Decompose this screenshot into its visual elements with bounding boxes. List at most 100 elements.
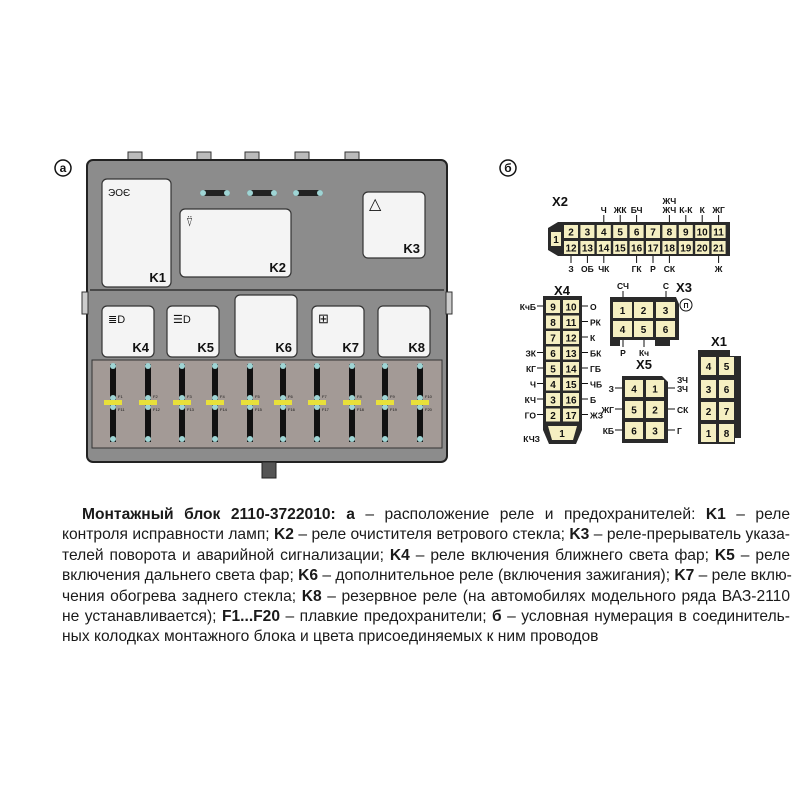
caption-line: чения обогрева заднего стекла; K8 – резе…	[62, 587, 790, 607]
pin	[563, 377, 579, 391]
fuse-contact	[317, 190, 323, 196]
connector-x1-title: X1	[711, 334, 727, 349]
rear-defrost-icon: ⊞	[318, 311, 329, 326]
pin-number: 15	[615, 244, 627, 255]
fuse-label-bottom: F11	[118, 407, 125, 412]
pin-number: 7	[650, 228, 656, 239]
pin-number: 16	[565, 396, 577, 407]
wiper-icon: ⍢	[186, 215, 193, 229]
fuse-contact	[417, 395, 423, 401]
pin-number: 13	[582, 244, 594, 255]
pin	[646, 422, 664, 439]
pin-number: 6	[631, 427, 637, 438]
wire-color-label: К	[590, 333, 596, 343]
fuse-label-top: F4	[220, 394, 225, 399]
caption-text: – расположение реле и предохранителей:	[354, 506, 706, 523]
wire-color-label: КБ	[603, 426, 614, 436]
fuse-contact	[200, 190, 206, 196]
caption-text: телей поворота и аварийной сигнализации;	[62, 546, 390, 564]
caption-text: – реле	[734, 546, 791, 564]
pin-number: 2	[550, 411, 556, 422]
wire-color-label: ГО	[525, 411, 537, 421]
caption-text: чения обогрева заднего стекла;	[62, 587, 302, 605]
pin-number: 16	[631, 244, 643, 255]
fuse-contact	[349, 395, 355, 401]
relay-k3	[362, 191, 426, 259]
fuse-contact	[349, 404, 355, 410]
fuse-bar	[139, 400, 157, 405]
pin-number: 5	[641, 325, 647, 336]
housing-bottom-latch	[261, 461, 277, 479]
fuse-contact	[271, 190, 277, 196]
pin-number: 1	[559, 429, 565, 440]
pin	[711, 225, 726, 238]
fuse-contact	[212, 436, 218, 442]
connector-x4-title: X4	[554, 283, 571, 298]
caption-line: телей поворота и аварийной сигнализации;…	[62, 546, 790, 566]
pin	[695, 225, 710, 238]
fuse-contact	[293, 190, 299, 196]
caption-text: – реле очистителя ветрового стекла;	[293, 526, 570, 544]
pin-number: 3	[652, 427, 658, 438]
fuse-label-bottom: F20	[425, 407, 433, 412]
wire-color-label: К	[700, 205, 706, 215]
pin	[551, 232, 561, 246]
caption-text: – реле включения ближнего света фар;	[409, 546, 715, 564]
fuse-contact	[417, 404, 423, 410]
wire-color-label: ЗЧ	[677, 384, 688, 394]
pin-number: 8	[667, 228, 673, 239]
caption-text: – реле-прерыватель указа-	[589, 526, 791, 544]
pin	[596, 241, 611, 254]
wire-color-label: КЧ	[525, 395, 536, 405]
pin	[719, 402, 734, 420]
pin	[546, 377, 560, 391]
wire-color-label: БЧ	[631, 205, 643, 215]
pin	[580, 241, 595, 254]
relay-k8	[377, 305, 431, 358]
pin-number: 5	[631, 406, 637, 417]
fuse-label-top: F2	[153, 394, 158, 399]
fuse-contact	[247, 363, 253, 369]
pin	[613, 241, 628, 254]
pin-number: 2	[641, 306, 647, 317]
wire-color-label: С	[663, 281, 669, 291]
wire-color-label: ГБ	[590, 364, 601, 374]
wire-color-label: СК	[664, 264, 676, 274]
high-beam-icon: ☰D	[173, 314, 191, 326]
fuse-contact	[417, 436, 423, 442]
pin	[563, 393, 579, 406]
caption-text: – резервное реле (на автомобилях модельн…	[321, 587, 790, 605]
fuse-contact	[382, 395, 388, 401]
connector-x2-title: X2	[552, 194, 568, 209]
wire-color-label: Ч	[530, 380, 536, 390]
wire-color-label: Р	[650, 264, 656, 274]
wire-color-label: КЧЗ	[523, 434, 540, 444]
relay-k6	[234, 294, 298, 358]
pin-number: 3	[706, 385, 712, 396]
connector-x3-title: X3	[676, 280, 692, 295]
pin-number: 10	[565, 303, 577, 314]
caption-term: K2	[274, 526, 294, 544]
caption-term: K1	[705, 506, 726, 523]
caption-term: K3	[569, 526, 590, 544]
pin-number: 5	[550, 365, 556, 376]
fuse-label-top: F9	[390, 394, 395, 399]
pin	[625, 380, 643, 397]
wire-color-label: ЖЧ	[662, 205, 677, 215]
relay-k4-label: K4	[132, 340, 149, 355]
connector-x5-title: X5	[636, 357, 652, 372]
pin-number: 1	[620, 306, 626, 317]
pin-number: 8	[724, 429, 730, 440]
pin-number: 14	[598, 244, 610, 255]
fuse-contact	[349, 363, 355, 369]
wire-color-label: ЖЗ	[589, 411, 603, 421]
wire-color-label: ГК	[632, 264, 643, 274]
relay-k4	[101, 305, 155, 358]
pin-number: 4	[706, 362, 712, 373]
pin	[711, 241, 726, 254]
